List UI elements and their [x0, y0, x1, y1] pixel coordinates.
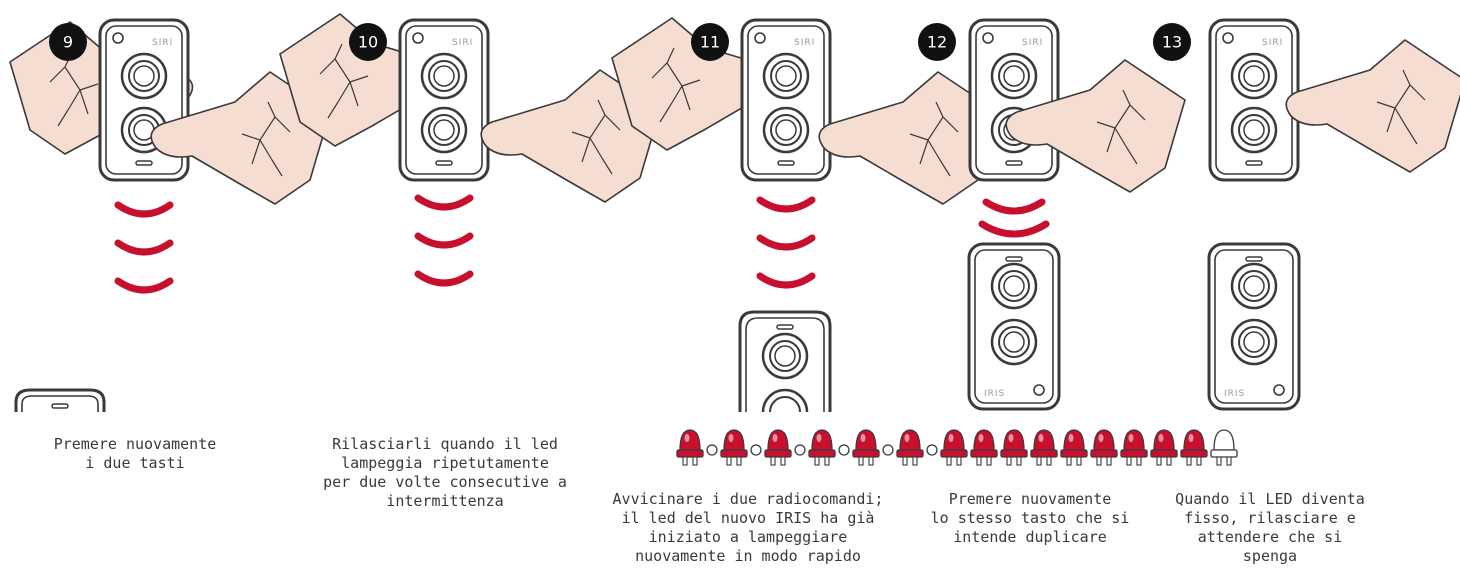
new-remote-fragment-icon: [738, 310, 832, 413]
led-red-icon: [1000, 429, 1028, 466]
led-red-icon: [852, 429, 880, 466]
step-13-caption: Quando il LED diventa fisso, rilasciare …: [1175, 490, 1365, 565]
remote-control-icon: [398, 18, 490, 182]
led-sequence: [676, 429, 1238, 466]
led-red-icon: [1150, 429, 1178, 466]
radio-signal-icon: [760, 200, 812, 285]
led-off-indicator: [706, 444, 718, 456]
step-number: 11: [700, 33, 720, 52]
step-10-caption: Rilasciarli quando il led lampeggia ripe…: [323, 435, 567, 510]
led-red-icon: [1030, 429, 1058, 466]
remote-fragment-icon: [14, 388, 106, 412]
new-remote-control-icon: [1207, 242, 1301, 411]
step-9-panel: SIRI 9: [9, 18, 331, 412]
remote-brand-label: SIRI: [1022, 38, 1043, 48]
step-number-badge: [918, 23, 956, 61]
step-number-badge: [1153, 23, 1191, 61]
led-red-icon: [764, 429, 792, 466]
led-red-icon: [1180, 429, 1208, 466]
step-number: 13: [1162, 33, 1182, 52]
step-number: 12: [927, 33, 947, 52]
step-11-caption: Avvicinare i due radiocomandi; il led de…: [612, 490, 884, 565]
led-off-indicator: [926, 444, 938, 456]
step-number: 10: [358, 33, 378, 52]
remote-brand-label: SIRI: [1262, 38, 1283, 48]
remote-brand-label: SIRI: [452, 38, 473, 48]
remote-control-icon: [968, 18, 1060, 182]
led-off-indicator: [750, 444, 762, 456]
step-number-badge: [349, 23, 387, 61]
step-number-badge: [691, 23, 729, 61]
led-white-icon: [1210, 429, 1238, 466]
step-number-badge: [49, 23, 87, 61]
led-off-indicator: [838, 444, 850, 456]
led-red-icon: [808, 429, 836, 466]
remote-control-icon: [1208, 18, 1300, 182]
remote-brand-label: IRIS: [1224, 389, 1245, 399]
step-number: 9: [63, 33, 73, 52]
led-red-icon: [1120, 429, 1148, 466]
led-red-icon: [940, 429, 968, 466]
led-off-indicator: [882, 444, 894, 456]
led-red-icon: [1060, 429, 1088, 466]
led-red-icon: [676, 429, 704, 466]
right-hand-icon: [1285, 39, 1460, 173]
radio-signal-icon: [418, 198, 470, 283]
step-10-panel: SIRI 10: [279, 13, 661, 283]
step-9-caption: Premere nuovamente i due tasti: [53, 435, 217, 472]
led-red-icon: [896, 429, 924, 466]
remote-control-icon: [740, 18, 832, 182]
new-remote-control-icon: [967, 242, 1061, 411]
led-off-indicator: [794, 444, 806, 456]
radio-signal-icon: [978, 198, 1050, 238]
led-red-icon: [1090, 429, 1118, 466]
led-red-icon: [720, 429, 748, 466]
remote-brand-label: IRIS: [984, 389, 1005, 399]
step-13-panel: SIRI 13 IRIS: [1153, 18, 1460, 411]
remote-brand-label: SIRI: [152, 38, 173, 48]
step-12-panel: SIRI 12 IRIS: [918, 18, 1186, 411]
step-11-panel: SIRI 11: [611, 17, 999, 413]
step-12-caption: Premere nuovamente lo stesso tasto che s…: [930, 490, 1130, 546]
led-red-icon: [970, 429, 998, 466]
radio-signal-icon: [118, 205, 170, 290]
remote-brand-label: SIRI: [794, 38, 815, 48]
